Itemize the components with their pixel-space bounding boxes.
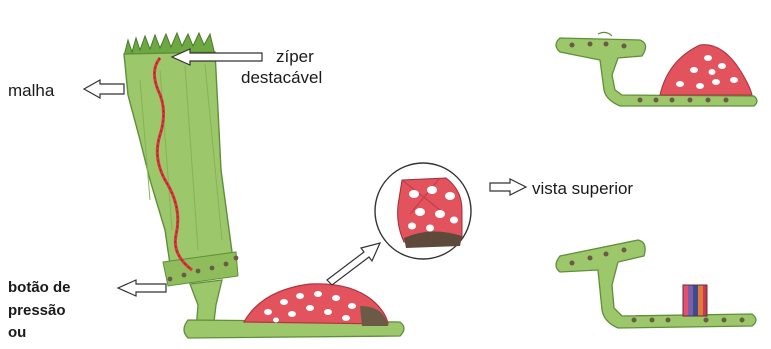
arrow-left-icon	[84, 80, 124, 98]
label-botao-line1: botão de	[8, 279, 71, 296]
label-malha: malha	[8, 81, 55, 100]
sandal-side-view-top	[556, 32, 757, 106]
label-ziper-line1: zíper	[276, 47, 314, 66]
arrow-left-icon	[118, 280, 166, 296]
magnifier-circle-icon	[375, 163, 471, 259]
label-ziper-line2: destacável	[241, 68, 322, 87]
arrow-right-icon	[327, 243, 380, 285]
arrow-right-icon	[490, 179, 526, 195]
label-botao-line2: pressão	[8, 302, 66, 319]
sandal-side-view-bottom	[556, 240, 756, 328]
label-botao-line3: ou	[8, 324, 26, 341]
arrow-left-icon	[172, 49, 262, 65]
label-vista-superior: vista superior	[532, 179, 633, 198]
